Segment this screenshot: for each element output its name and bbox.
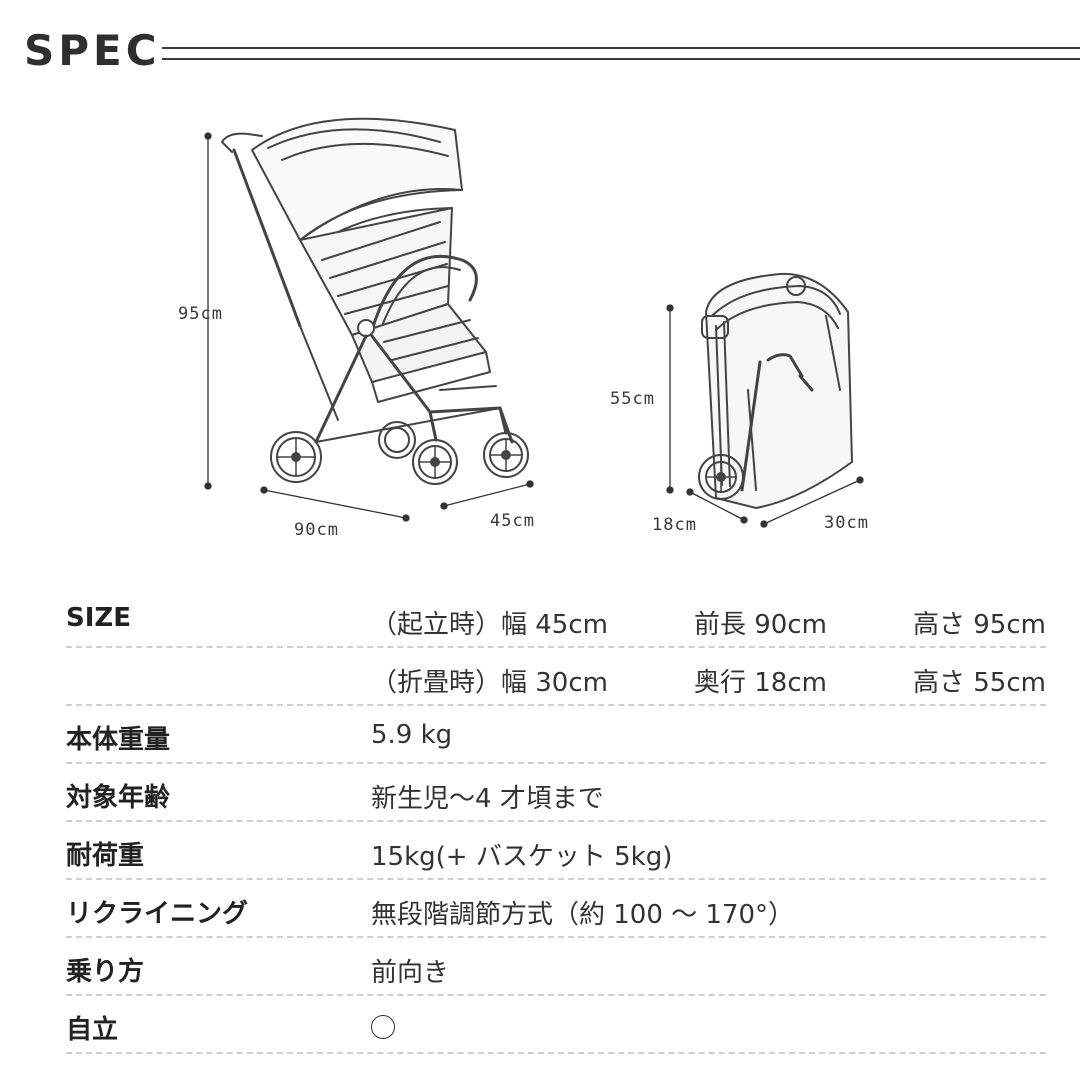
- spec-label-load: 耐荷重: [66, 841, 145, 871]
- folded-dimension-lines: [666, 304, 864, 528]
- folded-width-label: 30cm: [824, 513, 869, 533]
- spec-row-weight: 本体重量 5.9 kg: [66, 706, 1046, 764]
- spec-row-age: 対象年齢 新生児〜4 才頃まで: [66, 764, 1046, 822]
- spec-value-standing: ○: [371, 1010, 1046, 1046]
- header: SPEC: [0, 0, 1080, 90]
- spec-value-age: 新生児〜4 才頃まで: [371, 784, 604, 814]
- stroller-illustrations: [204, 117, 864, 528]
- circle-mark-icon: [371, 1015, 395, 1039]
- spec-row-riding: 乗り方 前向き: [66, 938, 1046, 996]
- spec-row-load: 耐荷重 15kg(+ バスケット 5kg): [66, 822, 1046, 880]
- unfolded-stroller-illustration: [221, 117, 529, 485]
- page-title: SPEC: [24, 26, 161, 75]
- dimension-diagram: 95cm 90cm 45cm 55cm 18cm 30cm: [0, 90, 1080, 560]
- spec-value-riding: 前向き: [371, 958, 450, 988]
- folded-depth-label: 18cm: [652, 515, 697, 535]
- unfolded-length-label: 90cm: [294, 520, 339, 540]
- spec-value-size-open: （起立時）幅 45cm 前長 90cm 高さ 95cm: [371, 604, 1046, 641]
- spec-label-age: 対象年齢: [66, 783, 171, 813]
- spec-label-riding: 乗り方: [66, 957, 145, 987]
- spec-label-size: SIZE: [66, 603, 132, 633]
- spec-table: SIZE （起立時）幅 45cm 前長 90cm 高さ 95cm （折畳時）幅 …: [66, 590, 1046, 1054]
- unfolded-height-label: 95cm: [178, 304, 223, 324]
- size-open-height: 高さ 95cm: [913, 610, 1046, 640]
- folded-height-label: 55cm: [610, 389, 655, 409]
- spec-row-size-open: SIZE （起立時）幅 45cm 前長 90cm 高さ 95cm: [66, 590, 1046, 648]
- spec-value-size-folded: （折畳時）幅 30cm 奥行 18cm 高さ 55cm: [371, 662, 1046, 699]
- size-open-width: （起立時）幅 45cm: [371, 610, 608, 640]
- size-folded-height: 高さ 55cm: [913, 668, 1046, 698]
- folded-stroller-illustration: [698, 272, 853, 509]
- size-folded-width: （折畳時）幅 30cm: [371, 668, 608, 698]
- spec-value-reclining: 無段階調節方式（約 100 〜 170°）: [371, 900, 795, 930]
- spec-value-weight: 5.9 kg: [371, 720, 453, 750]
- size-folded-depth: 奥行 18cm: [694, 668, 827, 698]
- spec-row-size-folded: （折畳時）幅 30cm 奥行 18cm 高さ 55cm: [66, 648, 1046, 706]
- spec-row-standing: 自立 ○: [66, 996, 1046, 1054]
- unfolded-width-label: 45cm: [490, 511, 535, 531]
- spec-label-reclining: リクライニング: [66, 899, 249, 929]
- spec-label-standing: 自立: [66, 1015, 119, 1045]
- unfolded-dimension-lines: [204, 132, 534, 522]
- title-rule-bottom: [162, 58, 1080, 60]
- spec-value-load: 15kg(+ バスケット 5kg): [371, 842, 673, 872]
- spec-label-weight: 本体重量: [66, 725, 171, 755]
- size-open-length: 前長 90cm: [694, 610, 827, 640]
- spec-row-reclining: リクライニング 無段階調節方式（約 100 〜 170°）: [66, 880, 1046, 938]
- title-rule-top: [162, 47, 1080, 49]
